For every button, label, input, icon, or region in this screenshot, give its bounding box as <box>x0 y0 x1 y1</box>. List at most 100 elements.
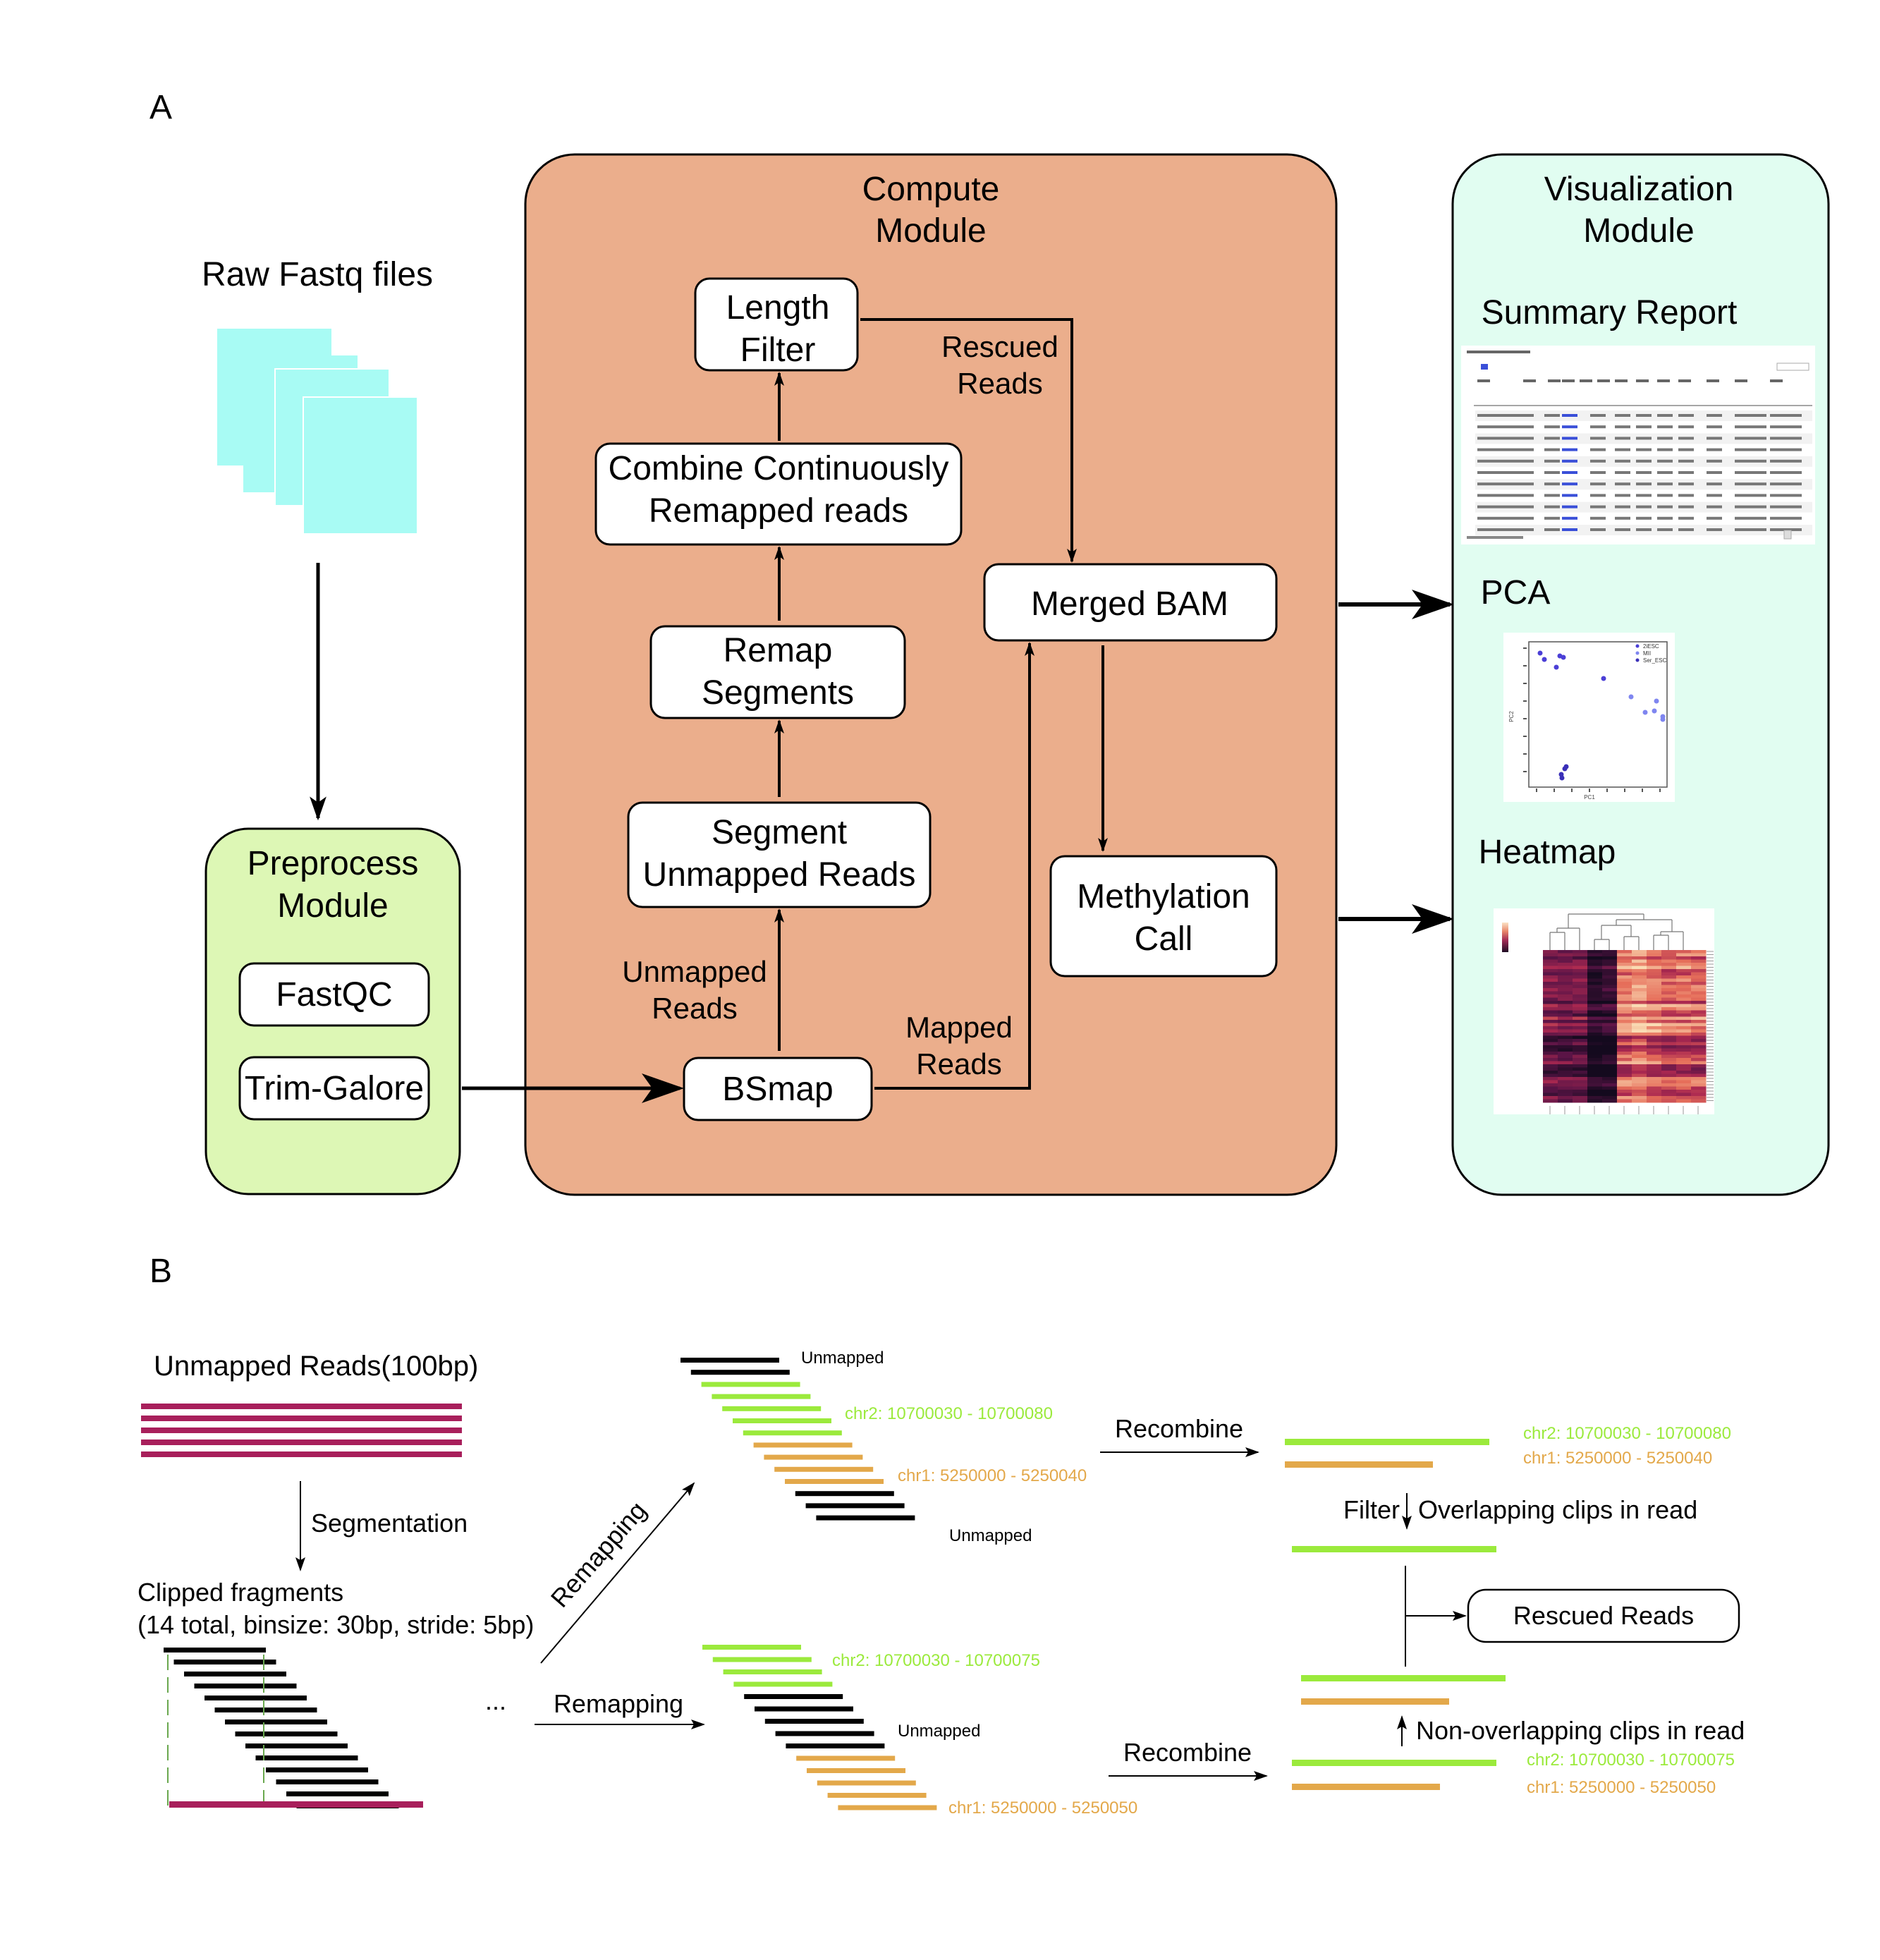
heatmap-cell <box>1543 1001 1558 1004</box>
heatmap-cell <box>1587 1090 1603 1093</box>
heatmap-cell <box>1661 953 1677 957</box>
heatmap-cell <box>1543 963 1558 966</box>
clipped-fragment-staircase <box>164 1648 399 1808</box>
heatmap-cell <box>1617 1001 1632 1004</box>
clipped-fragments-detail: (14 total, binsize: 30bp, stride: 5bp) <box>138 1610 534 1639</box>
heatmap-cell <box>1676 975 1692 979</box>
summary-table-cell <box>1544 528 1560 531</box>
heatmap-cell <box>1617 972 1632 976</box>
heatmap-cell <box>1676 1061 1692 1065</box>
remapped-fragment-bar <box>702 1645 801 1650</box>
heatmap-cell <box>1558 1090 1573 1093</box>
heatmap-cell <box>1558 950 1573 954</box>
remapped-fragment-bar <box>712 1657 812 1662</box>
heatmap-cell <box>1587 950 1603 954</box>
methylation-call-box <box>1049 855 1278 978</box>
pca-y-tick <box>1523 700 1527 702</box>
pca-point <box>1642 710 1648 715</box>
top-coord-orange: chr1: 5250000 - 5250040 <box>898 1466 1087 1485</box>
remap-box <box>649 625 906 719</box>
summary-table-cell <box>1477 459 1534 463</box>
heatmap-cell <box>1543 953 1558 957</box>
heatmap-cell <box>1587 1083 1603 1087</box>
summary-table-cell <box>1678 528 1694 531</box>
clipped-fragment-bar <box>235 1731 338 1736</box>
remapping-diagonal-arrow <box>540 1482 695 1664</box>
pca-x-tick <box>1624 789 1625 792</box>
heatmap-cell <box>1573 1071 1588 1074</box>
summary-table-cell <box>1477 482 1534 486</box>
heatmap-cell <box>1691 966 1707 970</box>
summary-table-cell <box>1544 414 1560 417</box>
heatmap-cell <box>1573 953 1588 957</box>
trim-galore-box <box>238 1056 430 1121</box>
heatmap-cell <box>1676 966 1692 970</box>
heatmap-cell <box>1617 1033 1632 1036</box>
heatmap-cell <box>1558 972 1573 976</box>
heatmap-cell <box>1617 1071 1632 1074</box>
heatmap-cell <box>1676 1052 1692 1055</box>
heatmap-cell <box>1647 963 1662 966</box>
heatmap-cell <box>1573 1080 1588 1084</box>
heatmap-cell <box>1617 1077 1632 1081</box>
heatmap-cell <box>1543 1010 1558 1014</box>
heatmap-cell <box>1558 1054 1573 1059</box>
heatmap-cell <box>1587 1092 1603 1097</box>
heatmap-cell <box>1587 982 1603 985</box>
remapped-fragment-bar <box>775 1731 874 1736</box>
pca-point <box>1652 708 1657 714</box>
heatmap-cell <box>1558 1016 1573 1021</box>
heatmap-cell <box>1661 1039 1677 1042</box>
heatmap-cell <box>1647 1020 1662 1023</box>
heatmap-cell <box>1587 1086 1603 1090</box>
heatmap-cell <box>1602 982 1618 985</box>
recombine-bottom-label: Recombine <box>1123 1738 1252 1767</box>
summary-table-cell <box>1678 425 1694 429</box>
heatmap-cell <box>1647 1026 1662 1030</box>
length-filter-label-2: Filter <box>740 331 816 369</box>
summary-table-cell <box>1707 459 1722 463</box>
heatmap-cell <box>1632 975 1647 979</box>
heatmap-cell <box>1617 1035 1632 1040</box>
heatmap-cell <box>1602 1064 1618 1068</box>
heatmap-cell <box>1543 950 1558 954</box>
heatmap-cell <box>1632 1026 1647 1030</box>
heatmap-cell <box>1587 1020 1603 1023</box>
heatmap-cell <box>1647 1092 1662 1097</box>
heatmap-cell <box>1543 997 1558 1002</box>
heatmap-cell <box>1602 1061 1618 1065</box>
heatmap-cell <box>1602 1077 1618 1081</box>
heatmap-cell <box>1602 963 1618 966</box>
summary-table-cell <box>1477 448 1534 451</box>
summary-table-cell <box>1735 528 1766 531</box>
heatmap-cell <box>1632 1007 1647 1011</box>
heatmap-cell <box>1676 982 1692 985</box>
pca-ylabel: PC2 <box>1508 711 1515 722</box>
heatmap-cell <box>1573 1083 1588 1087</box>
heatmap-cell <box>1543 982 1558 985</box>
heatmap-cell <box>1676 1023 1692 1027</box>
summary-table-cell <box>1678 459 1694 463</box>
heatmap-cell <box>1587 1029 1603 1033</box>
heatmap-cell <box>1602 988 1618 992</box>
heatmap-cell <box>1587 1045 1603 1049</box>
heatmap-cell <box>1691 975 1707 979</box>
preprocess-title-1: Preprocess <box>248 845 419 882</box>
remapped-fragment-bar <box>733 1418 831 1423</box>
heatmap-cell <box>1573 978 1588 982</box>
heatmap-cell <box>1573 1035 1588 1040</box>
heatmap-cell <box>1691 1052 1707 1055</box>
heatmap-cell <box>1602 966 1618 970</box>
heatmap-cell <box>1602 1001 1618 1004</box>
heatmap-cell <box>1617 1042 1632 1046</box>
summary-table-cell <box>1615 459 1630 463</box>
heatmap-cell <box>1661 956 1677 960</box>
heatmap-cell <box>1543 1077 1558 1081</box>
heatmap-cell <box>1587 1039 1603 1042</box>
heatmap-colorbar <box>1502 923 1508 952</box>
heatmap-cell <box>1676 1042 1692 1046</box>
summary-table-cell <box>1657 505 1673 509</box>
clipped-fragment-bar <box>164 1648 266 1652</box>
summary-table-cell <box>1636 414 1652 417</box>
clipped-fragment-bar <box>173 1660 276 1664</box>
